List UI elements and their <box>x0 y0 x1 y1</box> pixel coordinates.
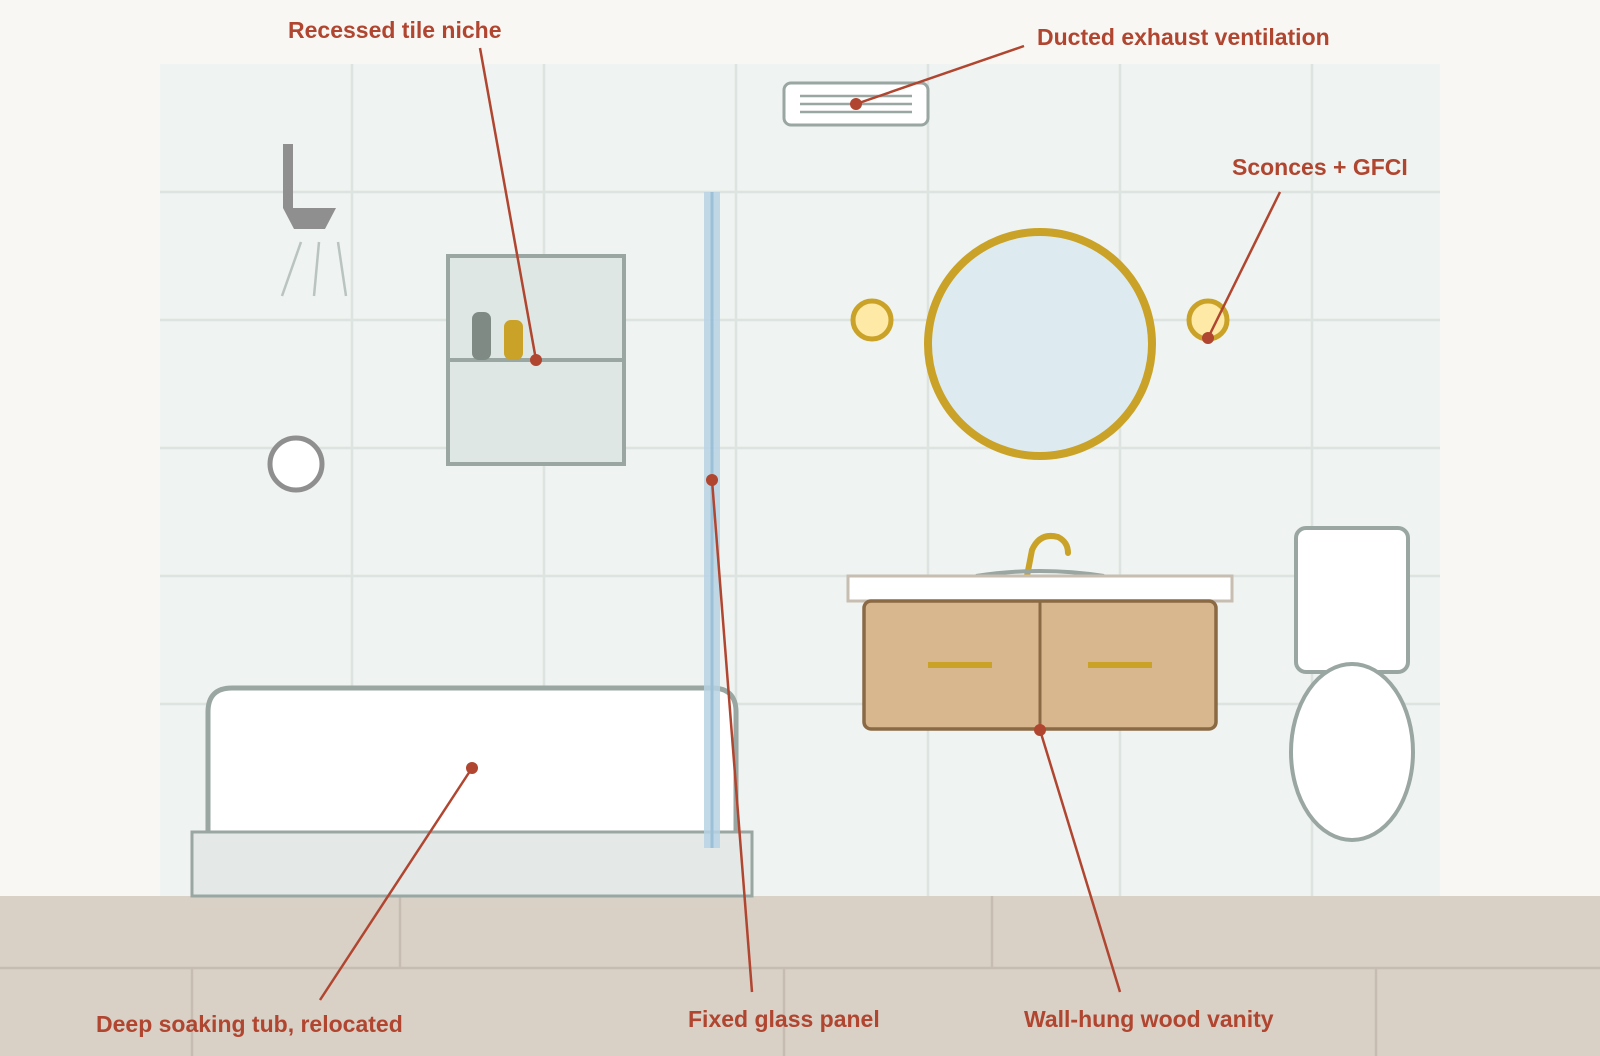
vanity-countertop <box>846 574 1234 603</box>
leader-dot <box>466 762 478 774</box>
bathtub-icon <box>190 685 754 898</box>
callout-label-sconces: Sconces + GFCI <box>1232 154 1408 180</box>
leader-dot <box>1202 332 1214 344</box>
toilet-icon <box>1289 526 1415 842</box>
leader-line <box>1206 191 1282 339</box>
toilet-bowl <box>1289 662 1415 842</box>
leader-line <box>855 44 1025 106</box>
callout-label-vanity: Wall-hung wood vanity <box>1024 1006 1274 1032</box>
callout-label-exhaust: Ducted exhaust ventilation <box>1037 24 1330 50</box>
shower-head <box>283 208 336 229</box>
tiled-floor <box>0 896 1600 1056</box>
leader-line <box>478 47 538 361</box>
floor-surface <box>0 896 1600 1056</box>
callout-label-tub: Deep soaking tub, relocated <box>96 1011 403 1037</box>
leader-line <box>318 767 474 1001</box>
spray-line <box>312 241 321 297</box>
vanity-handle-left <box>928 662 992 668</box>
shower-head-icon <box>280 144 348 297</box>
tub-body <box>205 685 739 832</box>
niche-bottle-gray <box>472 312 491 360</box>
callout-glass: Fixed glass panel <box>688 474 880 1032</box>
leader-dot <box>530 354 542 366</box>
spray-line <box>280 241 303 297</box>
shower-arm <box>283 144 293 208</box>
leader-dot <box>706 474 718 486</box>
round-mirror-icon <box>924 228 1156 460</box>
shower-valve-icon <box>267 435 325 493</box>
toilet-tank <box>1294 526 1410 674</box>
water-spray <box>280 241 348 297</box>
vanity-icon <box>846 532 1234 731</box>
leader-line <box>1038 729 1122 993</box>
leader-dot <box>1034 724 1046 736</box>
callout-sconces: Sconces + GFCI <box>1202 154 1408 344</box>
sconce-icon-left <box>850 298 894 342</box>
spray-line <box>336 241 348 297</box>
callout-exhaust: Ducted exhaust ventilation <box>850 24 1330 110</box>
callout-tub: Deep soaking tub, relocated <box>96 762 478 1037</box>
callout-vanity: Wall-hung wood vanity <box>1024 724 1274 1032</box>
vanity-handle-right <box>1088 662 1152 668</box>
tub-deck <box>190 830 754 898</box>
callout-label-glass: Fixed glass panel <box>688 1006 880 1032</box>
faucet-icon <box>1024 532 1071 579</box>
callout-label-niche: Recessed tile niche <box>288 17 502 43</box>
niche-bottle-gold <box>504 320 523 360</box>
vessel-sink <box>975 569 1105 578</box>
glass-panel-icon <box>704 192 720 848</box>
leader-dot <box>850 98 862 110</box>
floor-tile-grid <box>0 896 1600 1056</box>
callout-niche: Recessed tile niche <box>288 17 542 366</box>
leader-line <box>710 479 754 993</box>
